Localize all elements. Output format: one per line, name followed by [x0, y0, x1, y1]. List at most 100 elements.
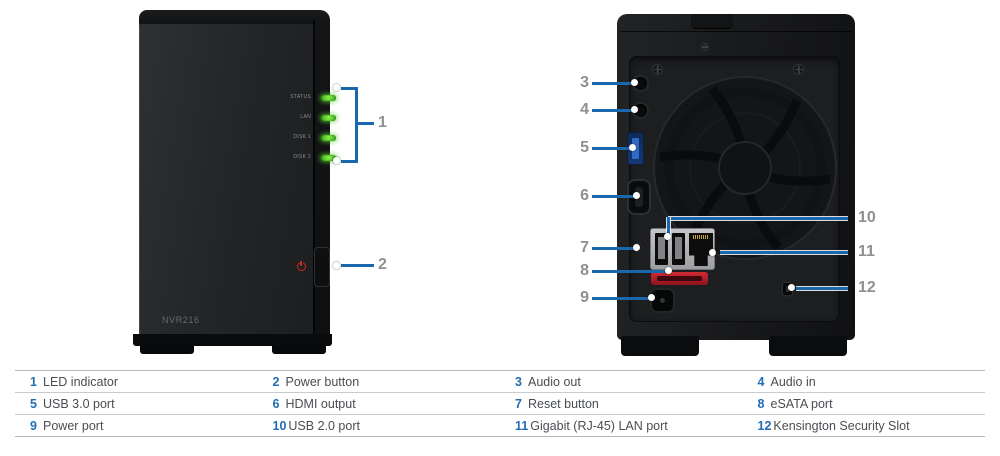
front-foot-left	[140, 345, 194, 354]
callout-11-dot	[709, 249, 716, 256]
callout-12-line	[796, 287, 848, 290]
fan-grille	[653, 76, 837, 260]
callout-8-line	[592, 270, 669, 273]
legend-item-label: Gigabit (RJ-45) LAN port	[530, 418, 668, 433]
legend-item-label: USB 3.0 port	[43, 396, 115, 411]
legend-row: 5 USB 3.0 port 6 HDMI output 7 Reset but…	[15, 393, 985, 415]
callout-4-line	[592, 109, 637, 112]
callout-5-number: 5	[580, 139, 589, 156]
legend-item: 4 Audio in	[743, 375, 986, 389]
callout-3-number: 3	[580, 74, 589, 91]
model-label: NVR216	[162, 315, 200, 325]
power-button	[314, 247, 330, 287]
legend-item-number: 11	[515, 418, 529, 433]
legend-item-number: 12	[757, 418, 772, 433]
legend-item-number: 7	[515, 396, 522, 411]
legend-row: 9 Power port 10 USB 2.0 port 11 Gigabit …	[15, 415, 985, 437]
callout-11-line	[720, 251, 848, 254]
callout-6-line	[592, 195, 638, 198]
legend-item-number: 2	[272, 374, 280, 389]
legend-item-label: Power port	[43, 418, 104, 433]
legend-item-label: Kensington Security Slot	[773, 418, 910, 433]
legend-item-number: 9	[30, 418, 37, 433]
callout-6-number: 6	[580, 187, 589, 204]
back-top-line	[620, 31, 852, 32]
callout-7-number: 7	[580, 239, 589, 256]
led-label-disk2: DISK 2	[293, 154, 311, 160]
legend-item: 8 eSATA port	[743, 397, 986, 411]
callout-9-line	[592, 297, 652, 300]
legend-item-label: LED indicator	[43, 374, 119, 389]
lan-led-indicator	[321, 115, 336, 121]
callout-1-bracket-vertical	[355, 87, 358, 163]
legend-item: 5 USB 3.0 port	[15, 397, 258, 411]
power-port	[652, 290, 673, 311]
legend-item-label: USB 2.0 port	[288, 418, 360, 433]
kensington-slot	[783, 283, 792, 295]
legend-item: 7 Reset button	[500, 397, 743, 411]
legend-item: 9 Power port	[15, 419, 258, 433]
legend-item: 6 HDMI output	[258, 397, 501, 411]
callout-1-bracket-middle	[355, 122, 374, 125]
callout-2-dot	[333, 262, 340, 269]
callout-10-number: 10	[858, 209, 876, 226]
legend-item-number: 5	[30, 396, 37, 411]
callout-4-dot	[631, 106, 638, 113]
usb2-port-a	[655, 233, 668, 265]
callout-1-dot-top	[333, 84, 340, 91]
callout-6-dot	[633, 192, 640, 199]
esata-port	[651, 272, 708, 285]
callout-10-line-elbow	[667, 217, 670, 234]
legend-item-number: 3	[515, 374, 522, 389]
screw-icon	[652, 64, 663, 75]
legend-item-label: Audio out	[528, 374, 581, 389]
back-foot-right	[769, 336, 847, 356]
front-face-panel	[139, 24, 313, 335]
legend-item-number: 6	[272, 396, 280, 411]
usb2-lan-block	[650, 228, 715, 270]
legend-row: 1 LED indicator 2 Power button 3 Audio o…	[15, 371, 985, 393]
disk1-led-indicator	[321, 135, 336, 141]
led-label-status: STATUS	[290, 94, 311, 100]
legend-item-label: HDMI output	[285, 396, 356, 411]
legend-table: 1 LED indicator 2 Power button 3 Audio o…	[15, 370, 985, 437]
front-base	[133, 334, 332, 346]
legend-item-label: Power button	[285, 374, 360, 389]
legend-item: 11 Gigabit (RJ-45) LAN port	[500, 419, 743, 433]
callout-4-number: 4	[580, 101, 589, 118]
callout-8-number: 8	[580, 262, 589, 279]
power-icon	[297, 260, 306, 271]
callout-2-line	[341, 264, 374, 267]
callout-2-number: 2	[378, 256, 387, 273]
callout-5-line	[592, 147, 634, 150]
status-led-indicator	[321, 95, 336, 101]
legend-item: 2 Power button	[258, 375, 501, 389]
legend-item-label: Audio in	[770, 374, 816, 389]
legend-item-label: eSATA port	[770, 396, 833, 411]
legend-item: 3 Audio out	[500, 375, 743, 389]
screw-icon	[701, 43, 709, 51]
callout-1-number: 1	[378, 114, 387, 131]
callout-8-dot	[665, 267, 672, 274]
callout-11-number: 11	[858, 243, 875, 260]
legend-item: 10 USB 2.0 port	[258, 419, 501, 433]
callout-1-dot-bottom	[333, 157, 340, 164]
callout-10-dot	[664, 233, 671, 240]
callout-7-line	[592, 247, 638, 250]
front-side-strip	[313, 20, 330, 338]
legend-item-number: 8	[757, 396, 765, 411]
legend-item-number: 4	[757, 374, 765, 389]
led-label-lan: LAN	[300, 114, 311, 120]
callout-12-dot	[788, 284, 795, 291]
callout-3-line	[592, 82, 637, 85]
callout-1-bracket-bottom	[341, 160, 358, 163]
callout-5-dot	[629, 144, 636, 151]
screw-icon	[793, 64, 804, 75]
legend-item-number: 10	[272, 418, 287, 433]
callout-3-dot	[631, 79, 638, 86]
callout-1-bracket-top	[341, 87, 358, 90]
led-label-disk1: DISK 1	[293, 134, 311, 140]
disk2-led-indicator	[321, 155, 336, 161]
callout-12-number: 12	[858, 279, 876, 296]
back-top-seam	[691, 14, 733, 29]
